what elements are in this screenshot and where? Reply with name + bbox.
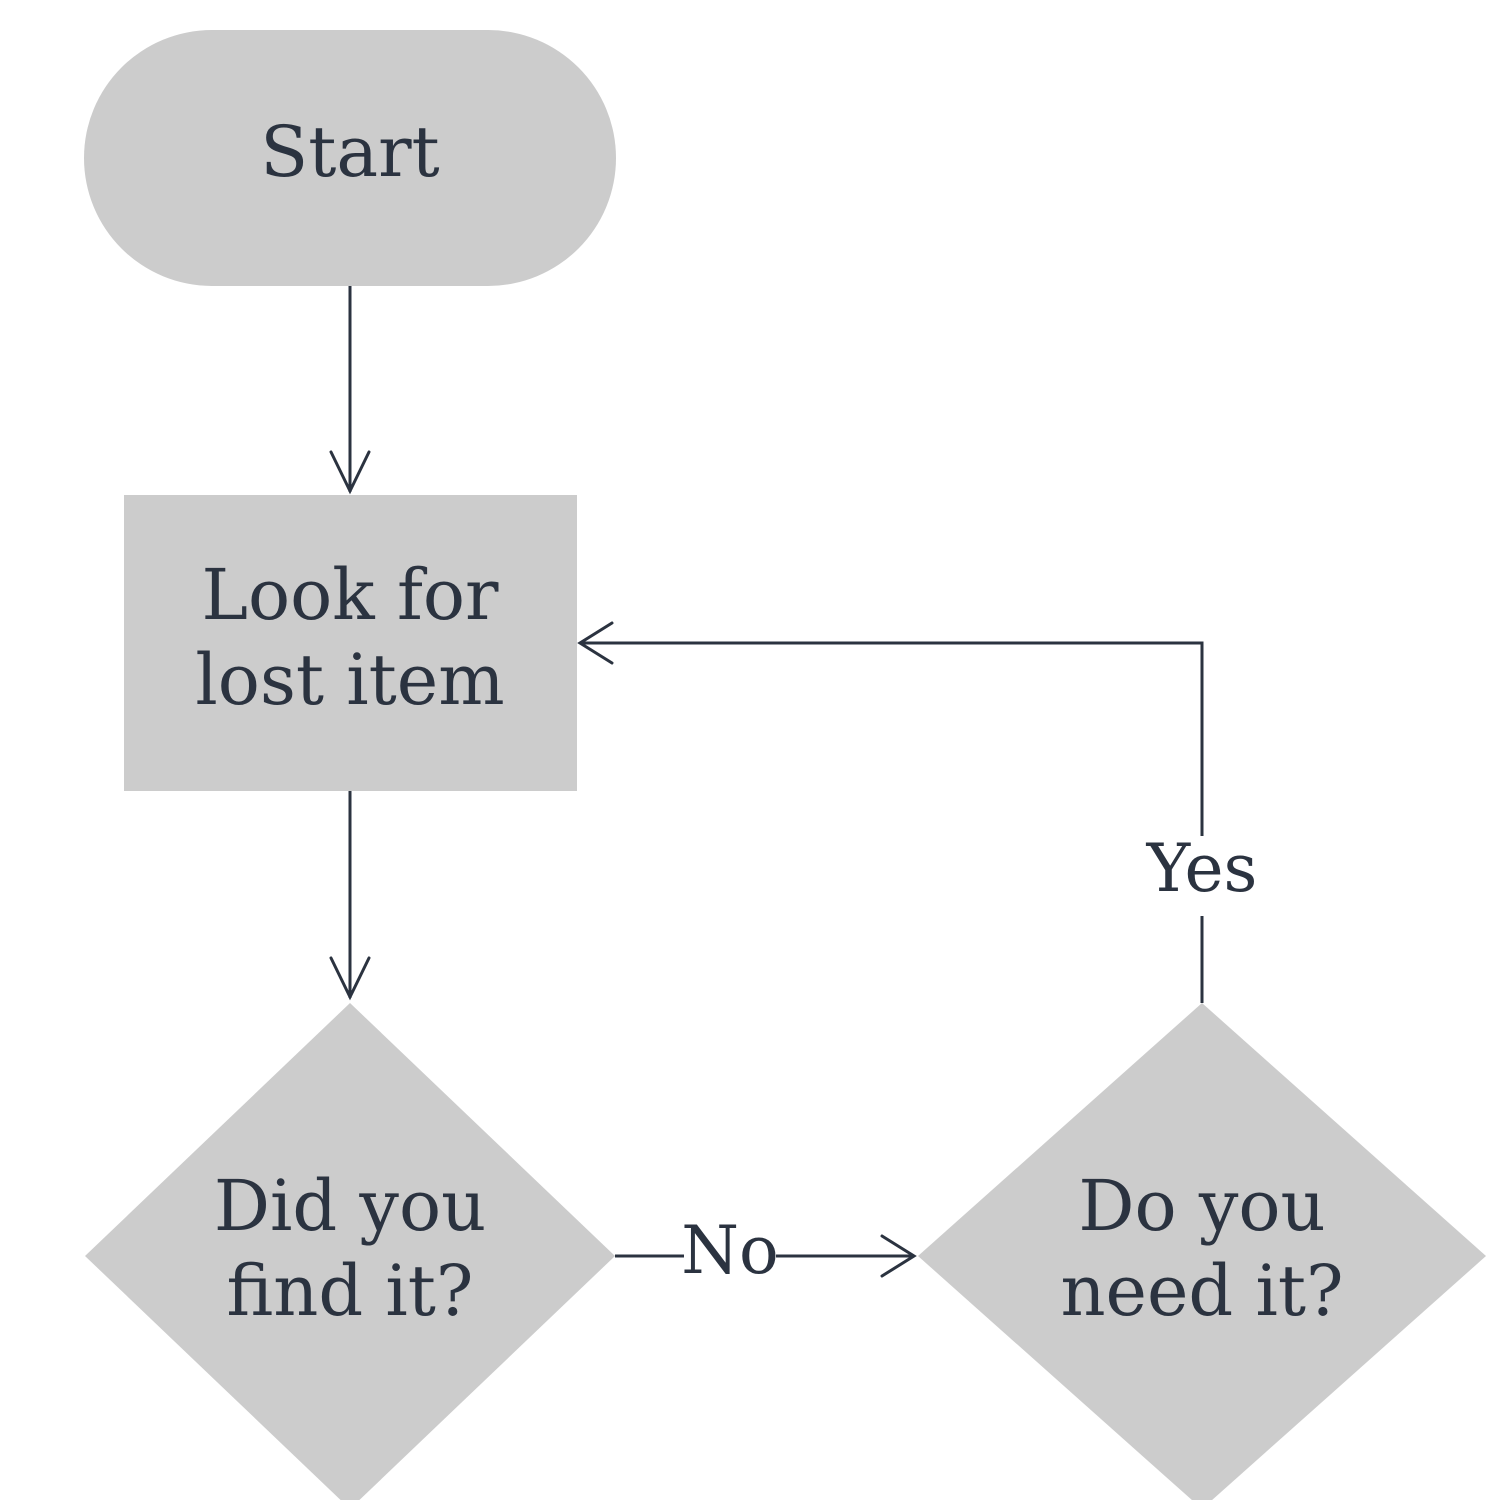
node-start: Start — [84, 30, 616, 286]
node-look-for-lost-item: Look for lost item — [124, 495, 577, 791]
arrowhead-need-to-look — [577, 621, 614, 665]
start-label: Start — [260, 111, 439, 193]
look-label-line-1: Look for — [202, 554, 499, 636]
found-label-line-2: find it? — [227, 1250, 474, 1332]
node-did-you-find-it: Did you find it? — [85, 1003, 615, 1500]
found-decision-shape — [85, 1003, 615, 1500]
arrowhead-found-to-need — [880, 1234, 917, 1278]
look-label-line-2: lost item — [195, 639, 504, 721]
yes-label-background — [1146, 836, 1258, 916]
arrowhead-look-to-found — [329, 956, 371, 1001]
look-process-shape — [124, 495, 577, 791]
edge-labels: No Yes — [681, 830, 1258, 1290]
edge-need-to-look — [580, 641, 1204, 1003]
found-label-line-1: Did you — [214, 1165, 486, 1247]
edge-label-no: No — [681, 1212, 779, 1289]
need-label-line-2: need it? — [1060, 1250, 1343, 1332]
no-label-background — [684, 1222, 776, 1290]
start-terminal-shape — [84, 30, 616, 286]
edge-label-yes: Yes — [1146, 830, 1258, 907]
need-decision-shape — [918, 1003, 1486, 1500]
arrowhead-start-to-look — [329, 450, 371, 495]
node-do-you-need-it: Do you need it? — [918, 1003, 1486, 1500]
need-label-line-1: Do you — [1078, 1165, 1325, 1247]
